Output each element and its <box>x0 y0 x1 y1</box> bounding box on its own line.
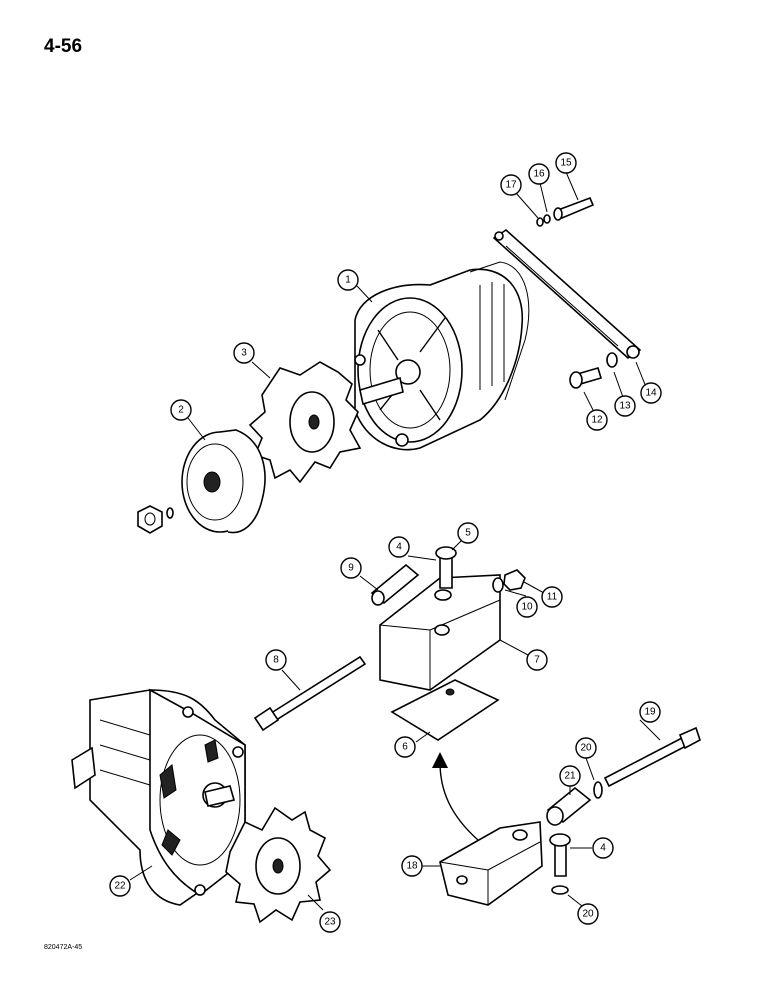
callout-2: 2 <box>170 399 192 421</box>
svg-text:4: 4 <box>600 843 606 854</box>
svg-text:22: 22 <box>114 881 126 892</box>
callout-4-lower: 4 <box>592 837 614 859</box>
callout-12: 12 <box>586 409 608 431</box>
callout-17: 17 <box>500 174 522 196</box>
callout-21: 21 <box>559 765 581 787</box>
svg-text:15: 15 <box>560 158 572 169</box>
svg-text:2: 2 <box>178 405 184 416</box>
svg-text:5: 5 <box>465 528 471 539</box>
bolt-12 <box>569 367 602 389</box>
callout-19: 19 <box>639 701 661 723</box>
washer-20-lower <box>551 885 569 895</box>
adjusting-strap <box>492 228 642 360</box>
callout-5: 5 <box>457 522 479 544</box>
callout-10: 10 <box>516 596 538 618</box>
svg-text:21: 21 <box>564 771 576 782</box>
svg-text:13: 13 <box>619 401 631 412</box>
drawing-reference-code: 820472A-45 <box>44 944 83 951</box>
callout-7: 7 <box>526 649 548 671</box>
callout-15: 15 <box>555 152 577 174</box>
alternator-upper <box>354 261 530 451</box>
svg-text:11: 11 <box>547 592 558 603</box>
shim-plate <box>390 679 500 741</box>
lower-bracket <box>439 821 543 906</box>
washer-10 <box>492 577 504 593</box>
spacer-21 <box>546 786 592 826</box>
callout-3: 3 <box>233 342 255 364</box>
svg-text:9: 9 <box>348 563 354 574</box>
fan-upper <box>248 361 362 484</box>
svg-text:1: 1 <box>345 275 351 286</box>
washer-upper <box>166 507 174 519</box>
svg-text:16: 16 <box>533 169 545 180</box>
svg-text:20: 20 <box>580 743 592 754</box>
callout-4-upper: 4 <box>388 536 410 558</box>
nut-upper <box>137 505 163 534</box>
leader-lines <box>129 171 661 911</box>
pulley <box>181 429 266 534</box>
svg-text:7: 7 <box>534 655 540 666</box>
svg-text:20: 20 <box>582 909 594 920</box>
callout-23: 23 <box>319 911 341 933</box>
alternator-lower <box>71 688 246 906</box>
svg-text:3: 3 <box>241 348 247 359</box>
washer-20-upper <box>593 781 603 799</box>
bolt-8 <box>253 655 367 732</box>
nut-11 <box>503 569 526 591</box>
callout-6: 6 <box>394 736 416 758</box>
svg-text:18: 18 <box>406 861 418 872</box>
bolt-4-lower <box>549 833 571 877</box>
bolt-5 <box>435 546 457 589</box>
svg-text:14: 14 <box>645 388 657 399</box>
svg-text:6: 6 <box>402 742 408 753</box>
spacer-9 <box>370 563 420 606</box>
svg-text:17: 17 <box>505 180 517 191</box>
callout-18: 18 <box>401 855 423 877</box>
callout-20-lower: 20 <box>577 903 599 925</box>
svg-text:19: 19 <box>644 707 656 718</box>
bolt-19 <box>603 726 701 788</box>
callout-11: 11 <box>541 586 563 608</box>
assembly-arrow <box>432 752 479 841</box>
callout-9: 9 <box>340 557 362 579</box>
callout-20-upper: 20 <box>575 737 597 759</box>
callout-14: 14 <box>640 382 662 404</box>
callout-1: 1 <box>337 269 359 291</box>
strap-bolt-15 <box>553 196 595 221</box>
callout-13: 13 <box>614 395 636 417</box>
callout-8: 8 <box>265 649 287 671</box>
callout-22: 22 <box>109 875 131 897</box>
lock-washer-16 <box>543 214 551 224</box>
svg-text:10: 10 <box>521 602 533 613</box>
page-number: 4-56 <box>44 36 83 57</box>
svg-text:8: 8 <box>273 655 279 666</box>
svg-text:23: 23 <box>324 917 336 928</box>
fan-lower <box>225 806 332 924</box>
washer-17 <box>536 217 544 227</box>
svg-text:4: 4 <box>396 542 402 553</box>
callout-16: 16 <box>528 163 550 185</box>
washer-13 <box>606 352 618 368</box>
svg-text:12: 12 <box>591 415 603 426</box>
